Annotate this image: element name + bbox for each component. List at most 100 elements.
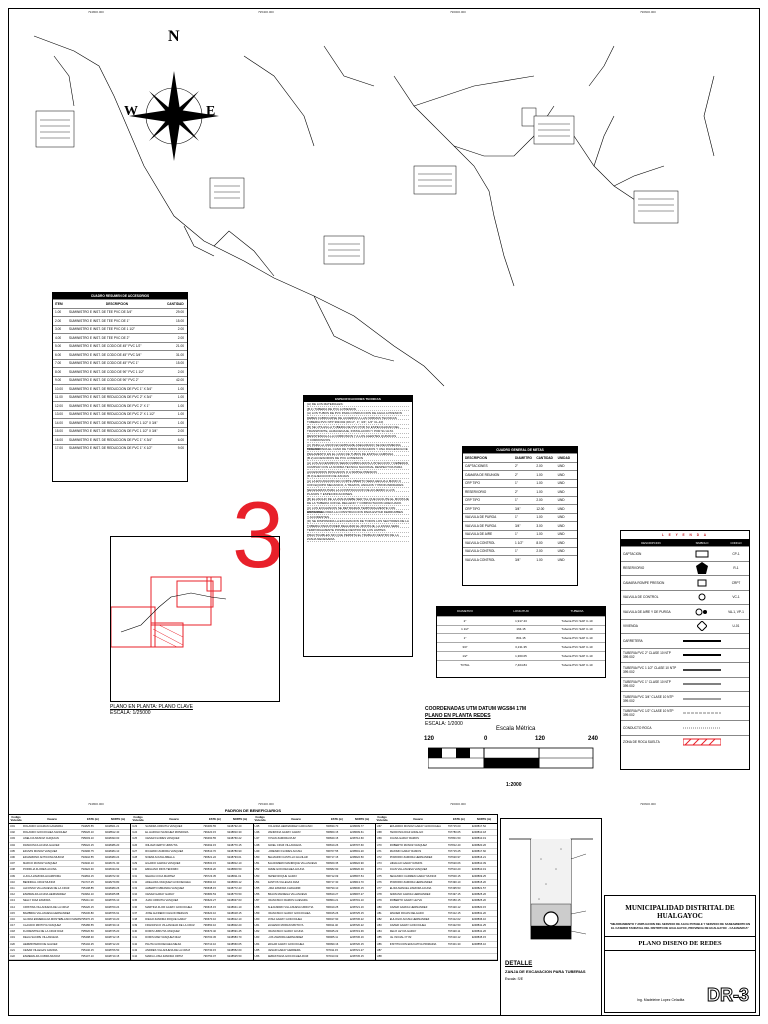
beneficiary-cell: 9248602.20 <box>227 924 242 928</box>
accesorios-cell: 42.00 <box>176 378 184 383</box>
metas-cell: UND <box>557 498 565 503</box>
beneficiary-cell: EDUARDINO ANTICONA MUNOZ <box>23 856 65 860</box>
accesorios-cell: SUMINISTRO E INST. DE REDUCCION DE PVC 1… <box>69 420 158 425</box>
metas-table: CUADRO GENERAL DE METAS DESCRIPCION DIAM… <box>462 446 578 586</box>
accesorios-cell: 2.00 <box>177 369 184 374</box>
spec-line: TUBERIA PVC NTP 399.002 (DN 2", 1", 3/4"… <box>307 420 409 425</box>
pipes-cell: Tuberia PVC SAP C-10 <box>561 645 593 650</box>
beneficiary-cell: 9248736.16 <box>349 936 364 940</box>
spec-line: PLANOS Y ESPECIFICACIONES. <box>307 492 409 497</box>
beneficiary-cell: U31 <box>132 874 138 878</box>
beneficiary-cell: MARCO MUNOZ VASQUEZ <box>23 862 57 866</box>
beneficiary-cell: 9248720.15 <box>349 942 364 946</box>
beneficiary-cell: 9248721.27 <box>349 948 364 952</box>
metas-cell: 2" <box>515 464 518 469</box>
legend-code: R-1 <box>733 566 739 571</box>
beneficiary-cell: 794940.10 <box>81 862 94 866</box>
beneficiary-cell: 9248760.22 <box>227 837 242 841</box>
accesorios-cell: 7.00 <box>55 361 62 366</box>
compass-east-label: E <box>206 104 216 119</box>
beneficiary-cell: 9248720.22 <box>349 924 364 928</box>
beneficiary-cell: FRANCISCA ACUNA GALVEZ <box>23 843 60 847</box>
beneficiary-cell: HIDALGO GARAY RAMOS <box>389 862 423 866</box>
beneficiary-cell: 797497.15 <box>447 893 461 897</box>
beneficiary-cell: U14 <box>10 905 15 909</box>
beneficiaries-header-cell: Usuario <box>412 817 423 821</box>
grid-label-top-2: 795400.000 <box>258 10 274 14</box>
legend-code: VC-1 <box>732 595 740 600</box>
beneficiary-cell: 9248712.60 <box>349 837 364 841</box>
accesorios-cell: 1.00 <box>177 412 184 417</box>
beneficiary-cell: YOLANDA HERNANDEZ CARCASIO <box>267 825 313 829</box>
accesorios-cell: 31.00 <box>176 352 184 357</box>
beneficiary-cell: U60 <box>254 917 260 921</box>
beneficiary-cell: 9248434.92 <box>105 868 120 872</box>
metas-cell: UND <box>557 472 565 477</box>
beneficiaries-header-cell: NORTE (m) <box>354 817 370 821</box>
beneficiary-cell: 9248812.10 <box>227 862 242 866</box>
metas-cell: CRP TIPO <box>465 481 480 486</box>
legend-desc: TUBERIA PVC 1" CLASE 10 NTP 399.002 <box>623 680 671 689</box>
beneficiary-cell: 9248609.61 <box>349 831 364 835</box>
beneficiary-cell: 9248712.15 <box>105 936 120 940</box>
metas-cell: 2.00 <box>536 464 543 469</box>
accesorios-cell: 3.00 <box>55 327 62 332</box>
grid-label-bottom-1: 794800.000 <box>88 802 104 806</box>
beneficiary-cell: ALEJANDRO VILLANUEVA URRUTIA <box>267 905 314 909</box>
beneficiaries-header-cell: NORTE (m) <box>232 817 248 821</box>
beneficiary-cell: SANTOS VILLEGAS DIAZ <box>267 880 300 884</box>
beneficiary-cell: 9248810.18 <box>471 831 486 835</box>
beneficiary-cell: 794825.55 <box>81 825 94 829</box>
beneficiary-cell: 9248710.15 <box>105 955 120 959</box>
beneficiary-cell: BALDOMERO MANRIQUE VILLANUEVA <box>267 862 318 866</box>
beneficiary-cell: U66 <box>254 955 260 959</box>
beneficiary-cell: 9248770.15 <box>227 843 242 847</box>
accesorios-cell: SUMINISTRO E INST. DE TEE PVC DE 1" <box>69 318 130 323</box>
project-description: "MEJORAMIENTO Y AMPLIACION DEL SERVICIO … <box>609 922 751 930</box>
accesorios-cell: SUMINISTRO E INST. DE REDUCCION DE PVC 1… <box>69 429 158 434</box>
beneficiary-cell: 797410.12 <box>447 936 461 940</box>
beneficiary-cell: U47 <box>254 837 260 841</box>
beneficiaries-header-cell: Codigo Vivienda <box>10 816 22 822</box>
plan-name: PLANO DISENO DE REDES <box>605 936 755 951</box>
metas-cell: UND <box>557 464 565 469</box>
beneficiary-cell: 797011.15 <box>325 948 339 952</box>
beneficiary-cell: 797013.02 <box>325 955 339 959</box>
beneficiary-cell: I.E. INICIAL N° 82 <box>389 936 412 940</box>
scale-ratio: 1:2000 <box>506 782 522 788</box>
key-plan-frame <box>110 536 280 702</box>
spec-line: (B.2) ACCESORIOS DE PVC A PRESION <box>307 456 409 461</box>
detail-scale: Escala: S/E <box>505 977 524 981</box>
beneficiary-cell: 796712.09 <box>325 874 339 878</box>
grid-label-top-4: 796600.000 <box>640 10 656 14</box>
beneficiary-cell: PAUTA GOICOECHEA MEJIA <box>145 942 182 946</box>
accesorios-cell: SUMINISTRO E INST. DE TEE PVC DE 3/4" <box>69 310 133 315</box>
metas-col-qty: CANTIDAD <box>536 455 553 460</box>
beneficiary-cell: 796670.10 <box>203 917 216 921</box>
compass-rose <box>129 71 219 161</box>
beneficiary-cell: MAXIMO GARAY RAMOS <box>389 849 422 853</box>
metas-cell: UND <box>557 549 565 554</box>
